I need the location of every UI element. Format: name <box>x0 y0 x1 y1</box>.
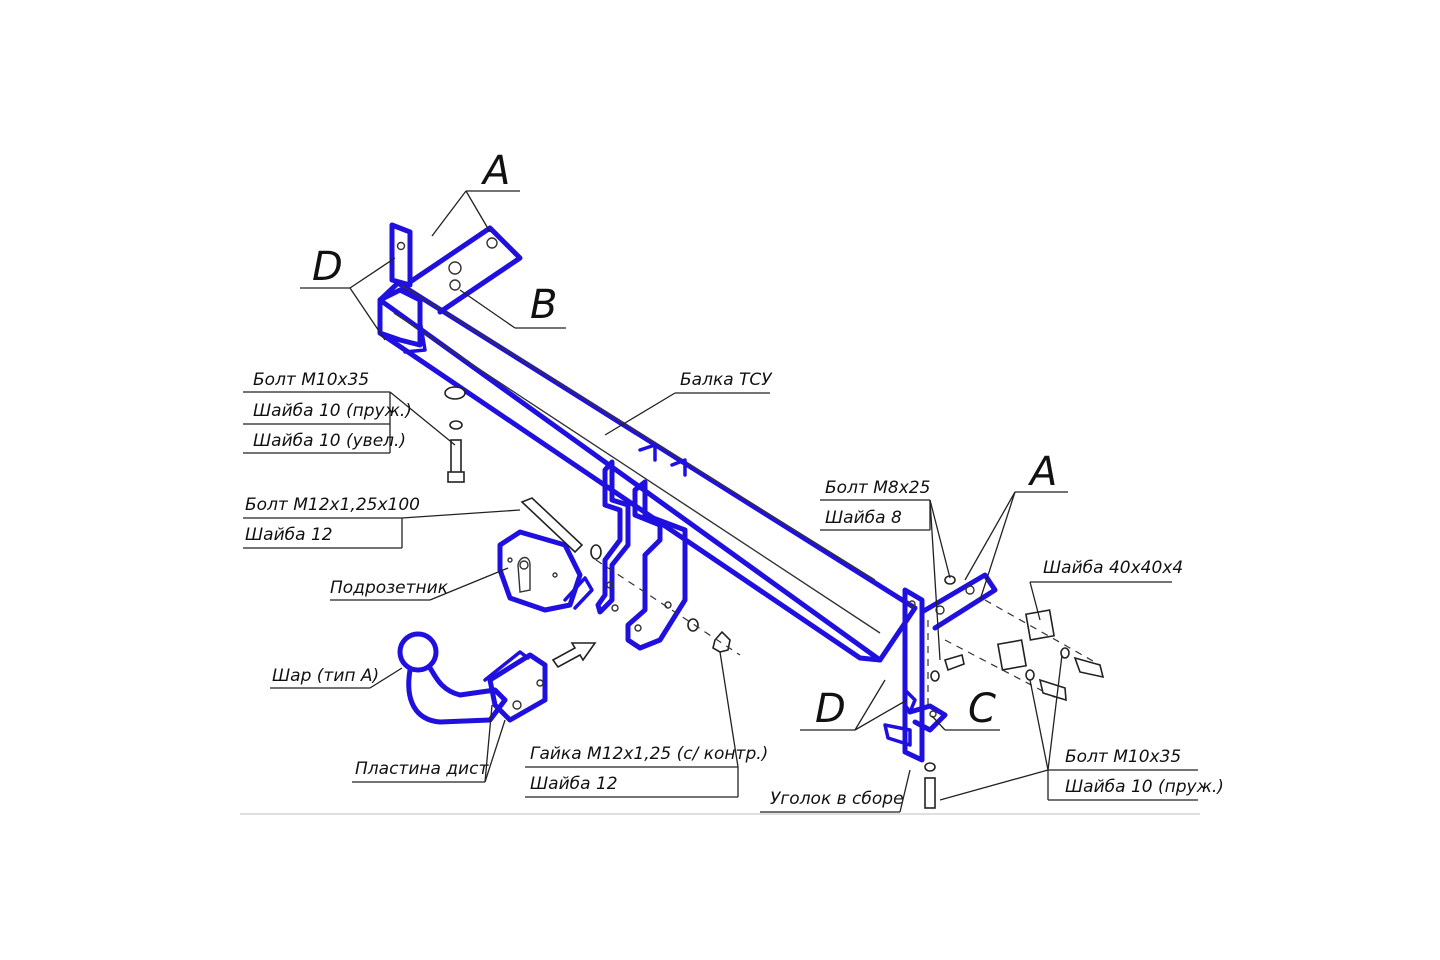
right-bracket <box>883 572 998 763</box>
label-left-washer-large: Шайба 10 (увел.) <box>253 431 406 451</box>
label-washer-8: Шайба 8 <box>825 508 902 528</box>
label-beam: Балка ТСУ <box>680 370 773 390</box>
callout-d-top: D <box>312 244 343 290</box>
label-socket-plate: Подрозетник <box>330 578 449 598</box>
label-nut: Гайка М12х1,25 (с/ контр.) <box>530 744 768 764</box>
leader-lines <box>240 190 1200 815</box>
label-right-washer: Шайба 10 (пруж.) <box>1065 777 1224 797</box>
label-left-washer-spring: Шайба 10 (пруж.) <box>253 401 412 421</box>
callout-d-bottom: D <box>815 686 846 732</box>
part-labels: Балка ТСУ Болт М10х35 Шайба 10 (пруж.) Ш… <box>245 370 1224 809</box>
callout-a-right: A <box>1027 449 1057 495</box>
label-spacer-plate: Пластина дист <box>355 759 489 779</box>
label-left-bolt: Болт М10х35 <box>253 370 369 390</box>
label-bolt-m12: Болт М12х1,25х100 <box>245 495 420 515</box>
hardware <box>444 386 1105 809</box>
label-ball: Шар (тип А) <box>272 666 379 686</box>
tow-ball <box>397 631 548 725</box>
label-washer-12-top: Шайба 12 <box>245 525 333 545</box>
label-corner: Уголок в сборе <box>770 789 904 809</box>
label-bolt-m8: Болт М8х25 <box>825 478 930 498</box>
label-washer-12-bottom: Шайба 12 <box>530 774 618 794</box>
callout-letters: A B D A C D <box>312 148 1057 732</box>
left-bracket <box>389 222 523 354</box>
direction-arrow <box>551 642 597 669</box>
label-right-bolt: Болт М10х35 <box>1065 747 1181 767</box>
callout-a-top: A <box>480 148 510 194</box>
label-washer-40: Шайба 40х40х4 <box>1043 558 1183 578</box>
callout-b: B <box>530 282 557 328</box>
socket-plate <box>497 529 594 613</box>
callout-c: C <box>968 686 996 732</box>
